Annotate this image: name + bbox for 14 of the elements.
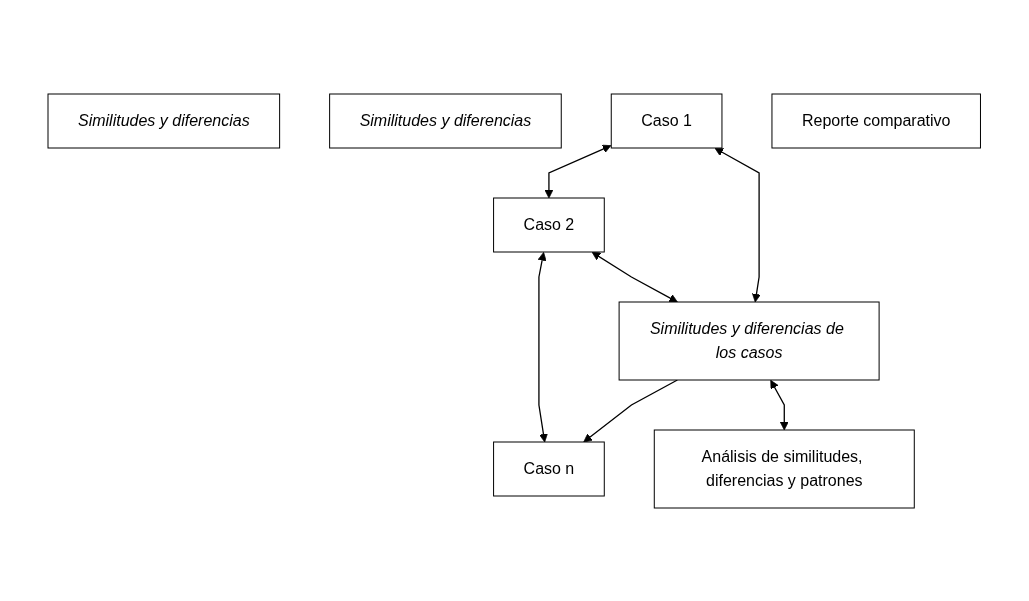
- node-box: Caso 2: [493, 197, 606, 252]
- arrow: [714, 147, 762, 302]
- arrow: [770, 379, 789, 430]
- node-box: Similitudes y diferencias: [329, 93, 562, 148]
- node-box: Caso n: [493, 441, 606, 496]
- arrow: [544, 144, 612, 198]
- arrow: [538, 251, 549, 442]
- node-box: Reporte comparativo: [771, 93, 982, 148]
- node-box: Similitudes y diferencias de los casos: [618, 301, 880, 380]
- arrow: [583, 378, 679, 442]
- node-box: Análisis de similitudes, diferencias y patrones: [654, 429, 916, 508]
- node-box: Caso 1: [611, 93, 723, 148]
- node-box: Similitudes y diferencias: [47, 93, 281, 148]
- arrow: [591, 251, 679, 302]
